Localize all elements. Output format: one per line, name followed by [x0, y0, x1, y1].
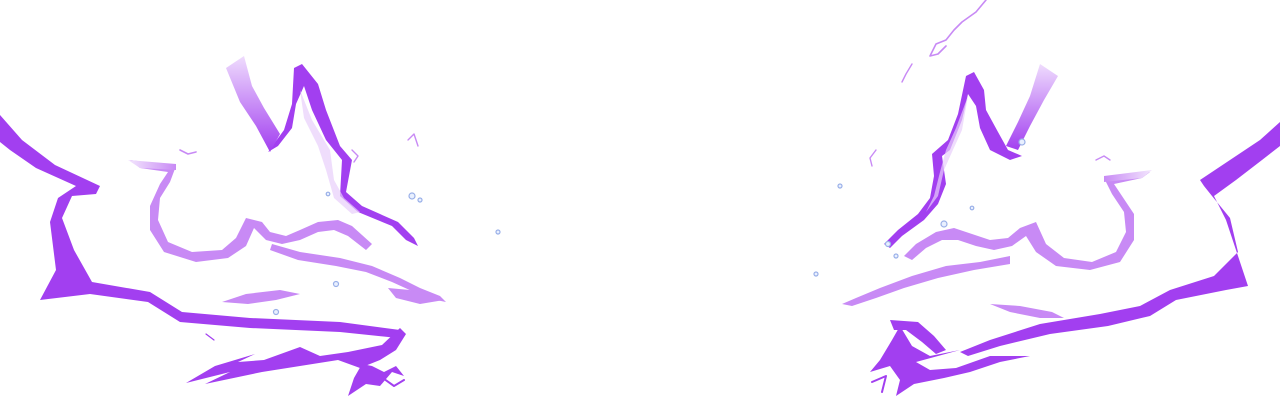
right-lower-hook	[890, 320, 946, 354]
left-spark-4	[205, 333, 215, 341]
right-spark-2	[901, 63, 913, 83]
left-lower-zigzag	[186, 328, 406, 384]
left-bubble-3	[332, 280, 340, 288]
left-low-swoosh	[222, 290, 300, 304]
left-bubble-2	[417, 197, 423, 203]
left-spark-2	[407, 133, 419, 147]
left-spire-main	[268, 64, 418, 246]
right-lower-spark	[871, 375, 887, 393]
left-spark-1	[179, 149, 197, 155]
left-lower-fork	[348, 364, 404, 396]
right-bubble-2	[940, 220, 948, 228]
right-spark-3	[869, 149, 877, 167]
right-spire-inner	[926, 96, 968, 212]
left-bubble-1	[408, 192, 416, 200]
left-loop-outline	[130, 160, 372, 262]
right-bubble-6	[813, 271, 819, 277]
left-bubble-4	[272, 308, 280, 316]
left-lightning-cluster	[0, 56, 501, 396]
right-bubble-5	[837, 183, 843, 189]
right-low-swoosh	[990, 304, 1064, 318]
right-faded-arm	[1006, 64, 1058, 150]
right-spark-4	[1095, 155, 1111, 161]
left-spire-inner	[300, 90, 360, 214]
left-lower-spark	[379, 375, 405, 387]
left-bubble-6	[325, 191, 331, 197]
right-loop-tail	[1104, 170, 1152, 182]
left-faded-arm	[226, 56, 280, 152]
right-lower-zigzag	[870, 326, 1030, 396]
left-spark-3	[351, 149, 359, 163]
right-bubble-4	[893, 253, 899, 259]
right-lightning-cluster	[813, 0, 1280, 396]
right-bubble-1	[1018, 138, 1026, 146]
right-bubble-7	[969, 205, 975, 211]
right-spark-1	[929, 0, 987, 57]
left-mid-line	[270, 244, 446, 302]
left-right-tendril	[388, 288, 444, 304]
right-spire-main	[884, 72, 1022, 248]
left-loop-tail	[128, 160, 176, 170]
right-bubble-3	[884, 240, 892, 248]
right-mid-line	[842, 256, 1010, 306]
left-bubble-5	[495, 229, 501, 235]
